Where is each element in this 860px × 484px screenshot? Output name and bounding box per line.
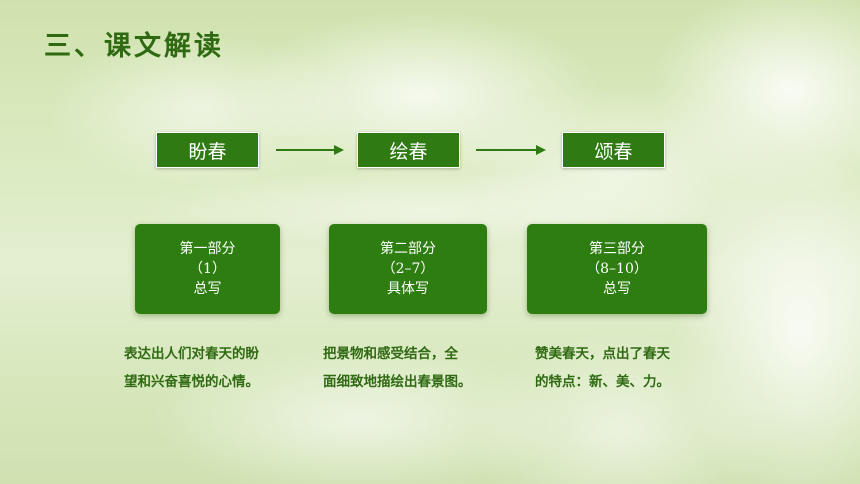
part-type: 具体写 (387, 281, 429, 297)
part-type: 总写 (193, 281, 222, 297)
part-heading: 第一部分 (179, 241, 236, 257)
stage-box-2: 绘春 (357, 132, 460, 168)
stage-box-3: 颂春 (562, 132, 665, 168)
part-box-2: 第二部分 （2–7） 具体写 (329, 224, 487, 314)
arrow-right-icon (276, 145, 344, 155)
part-range: （2–7） (381, 261, 435, 277)
description-line: 面细致地描绘出春景图。 (323, 374, 472, 390)
description-line: 望和兴奋喜悦的心情。 (124, 374, 259, 390)
description-line: 赞美春天，点出了春天 (535, 346, 670, 362)
part-heading: 第二部分 (380, 241, 436, 257)
description-3: 赞美春天，点出了春天 的特点：新、美、力。 (535, 340, 705, 396)
slide-title: 三、课文解读 (44, 31, 224, 62)
arrow-right-icon (476, 145, 546, 155)
part-range: （1） (189, 261, 226, 277)
description-line: 把景物和感受结合，全 (323, 346, 458, 362)
part-heading: 第三部分 (589, 241, 645, 257)
part-box-3: 第三部分 （8–10） 总写 (527, 224, 707, 314)
part-range: （8–10） (586, 261, 648, 277)
description-2: 把景物和感受结合，全 面细致地描绘出春景图。 (323, 340, 493, 396)
part-type: 总写 (603, 281, 631, 297)
description-1: 表达出人们对春天的盼 望和兴奋喜悦的心情。 (124, 340, 294, 396)
description-line: 的特点：新、美、力。 (535, 374, 670, 390)
part-box-1: 第一部分 （1） 总写 (135, 224, 280, 314)
stage-box-1: 盼春 (156, 132, 259, 168)
description-line: 表达出人们对春天的盼 (124, 346, 259, 362)
